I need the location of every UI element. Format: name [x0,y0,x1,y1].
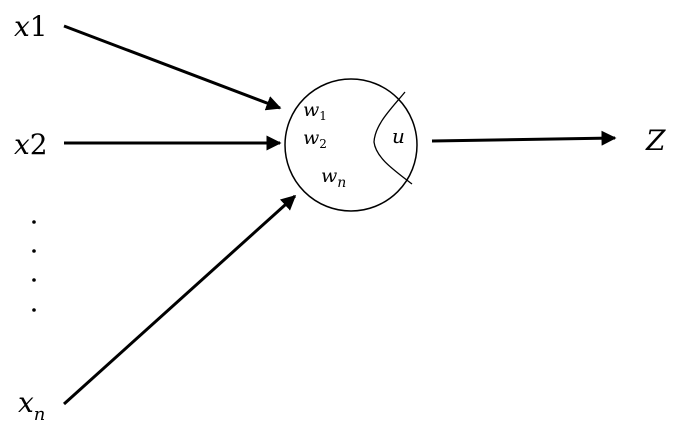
input-label-x2: x2 [14,128,48,161]
input-xn-subscript: n [34,404,46,425]
input-x2-base: x [14,128,30,161]
ellipsis-dot [32,220,36,224]
arrow-xn-to-neuron [62,194,297,406]
arrow-x1-to-neuron [63,24,282,111]
input-x1-index: 1 [30,10,48,43]
ellipsis-dot [32,308,36,312]
weight-w2-base: w [303,127,319,149]
output-label: Z [645,124,666,157]
activation-curve [373,91,413,185]
input-xn-base: x [18,386,34,419]
weight-w2-subscript: 2 [319,137,327,151]
weight-label-w2: w2 [303,127,327,151]
input-x1-base: x [14,10,30,43]
weight-wn-subscript: n [337,175,346,191]
activation-label: u [392,124,405,148]
input-ellipsis [32,220,36,312]
weight-wn-base: w [321,165,337,187]
neuron-circle [284,78,418,212]
arrow-neuron-to-output [431,130,617,146]
input-x2-index: 2 [30,128,48,161]
ellipsis-dot [32,278,36,282]
weight-w1-subscript: 1 [319,109,327,123]
input-label-xn: xn [18,386,45,425]
ellipsis-dot [32,249,36,253]
weight-w1-base: w [303,99,319,121]
weight-label-wn: wn [321,165,346,191]
input-label-x1: x1 [14,10,48,43]
weight-label-w1: w1 [303,99,327,123]
